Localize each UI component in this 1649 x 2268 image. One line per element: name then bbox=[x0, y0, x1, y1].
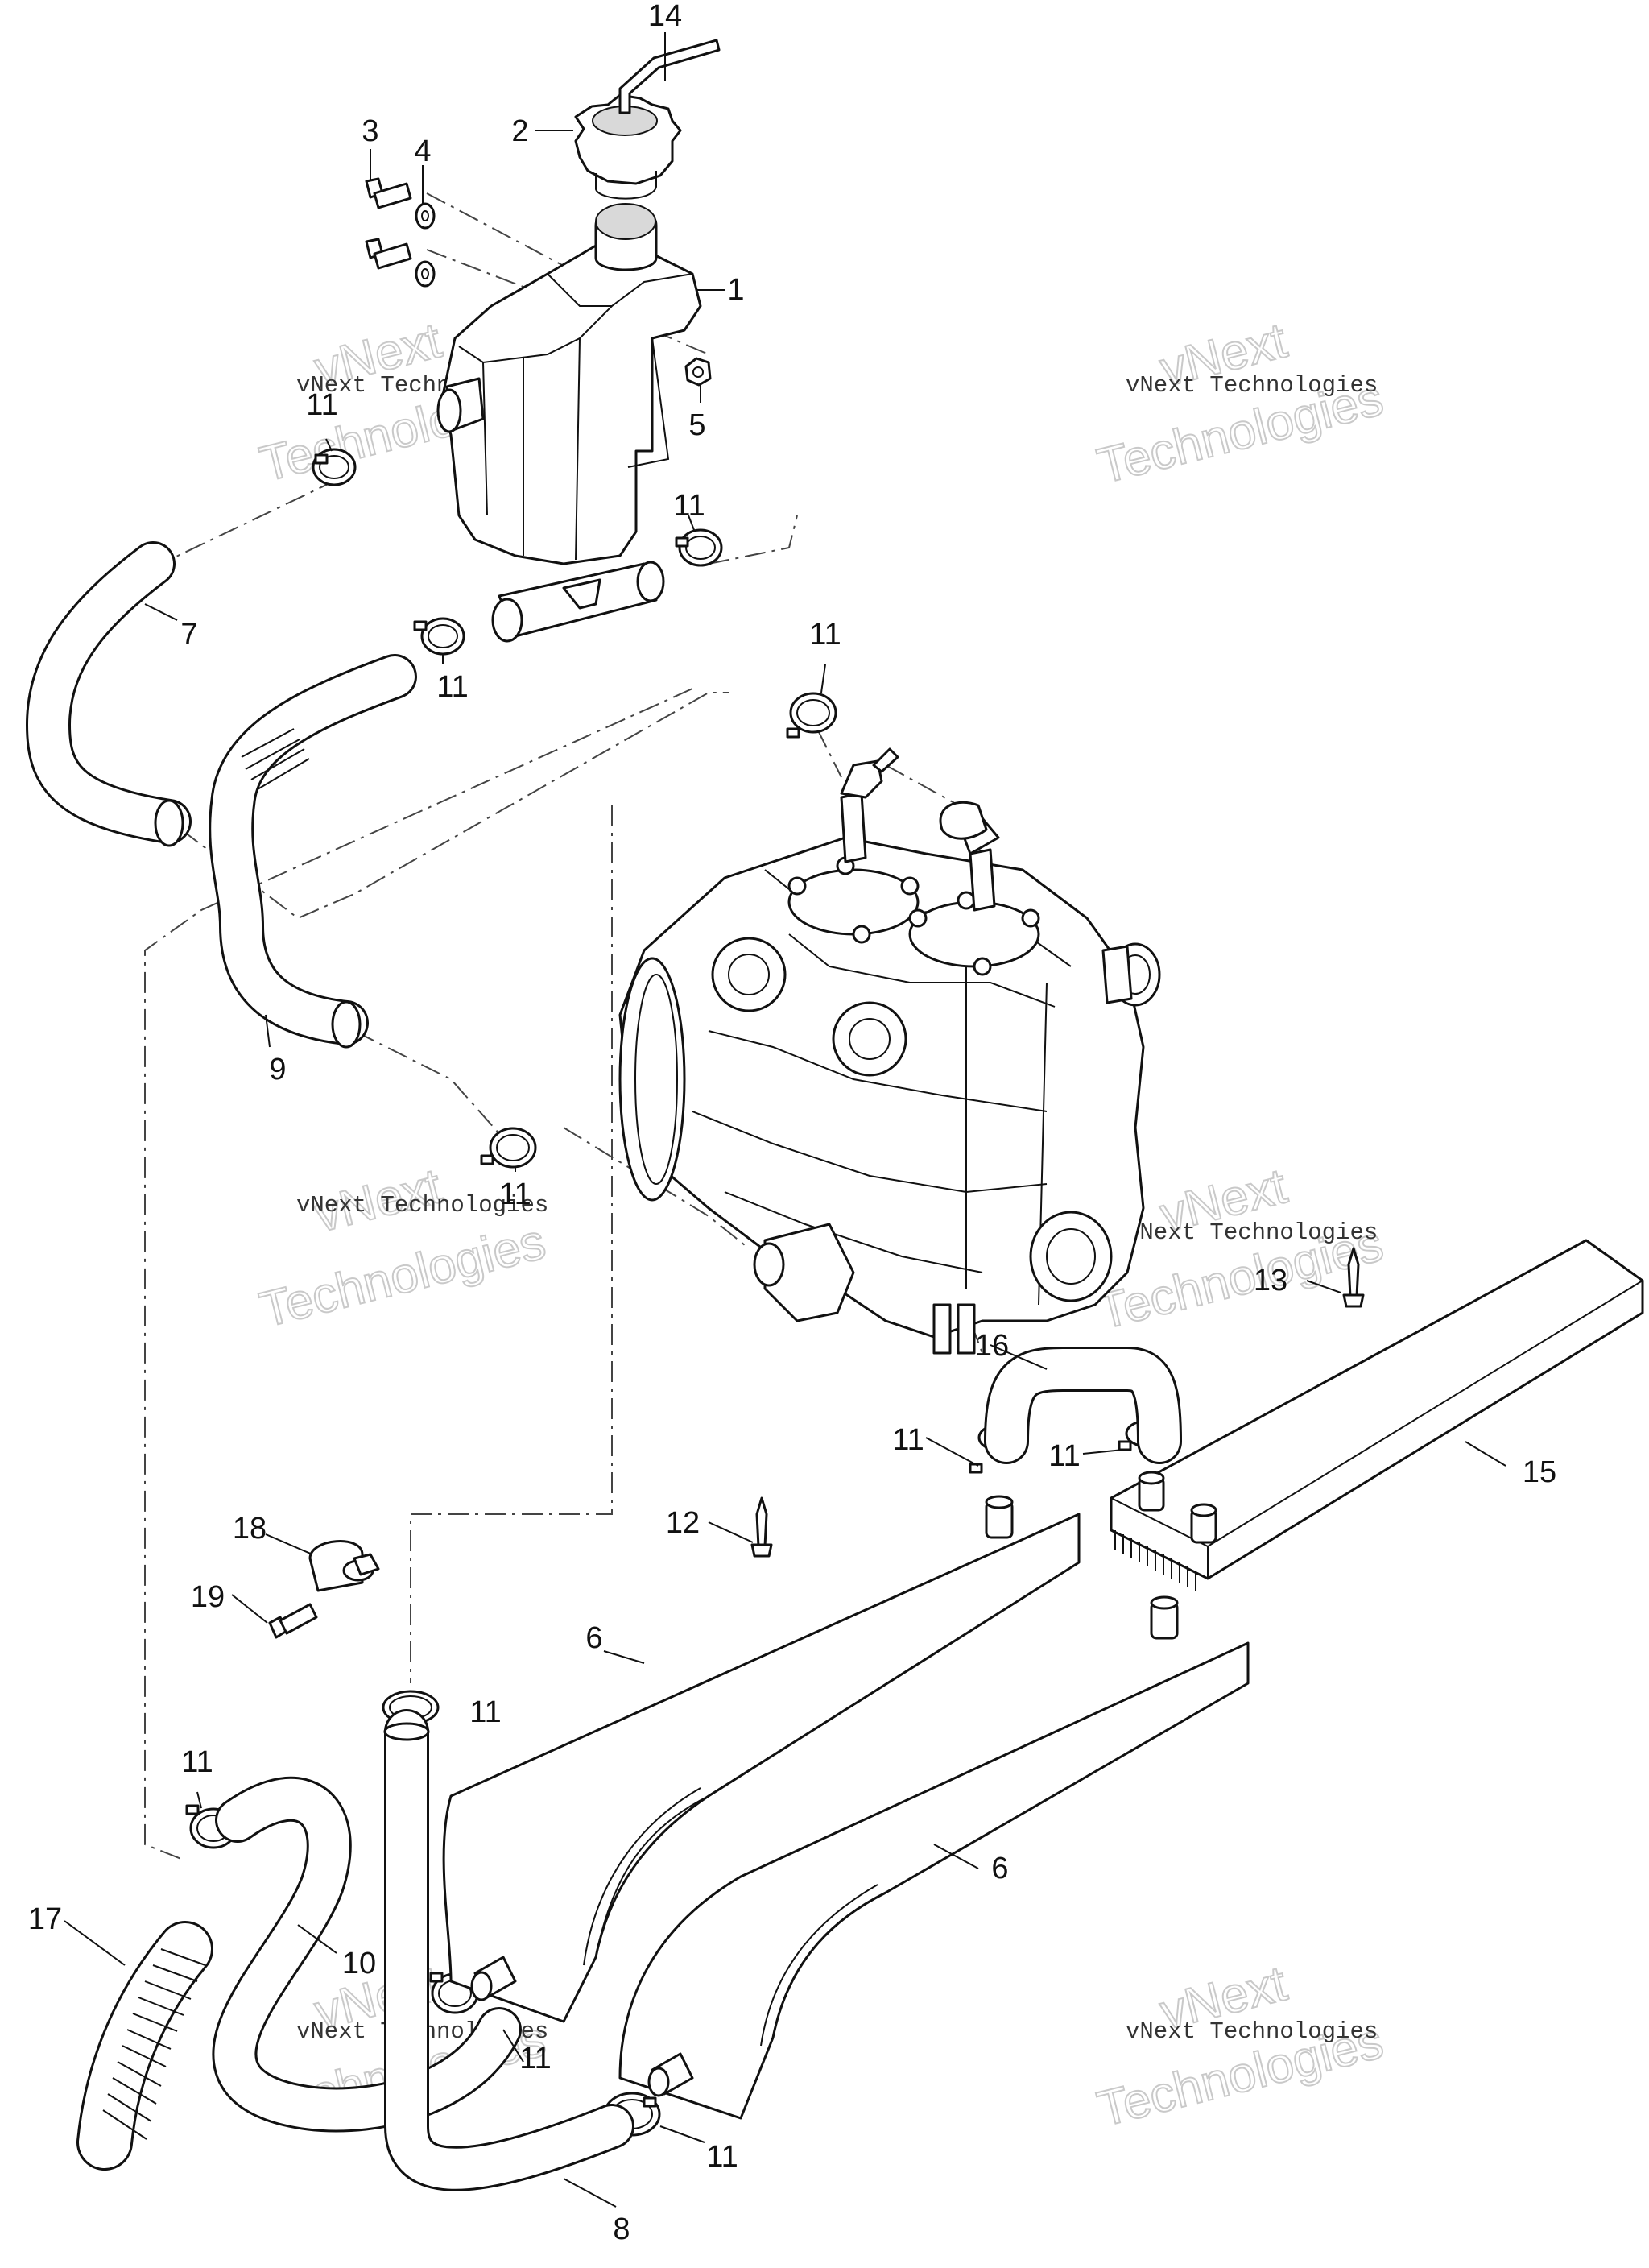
callout-16: 16 bbox=[975, 1329, 1009, 1363]
callout-11-i: 11 bbox=[181, 1745, 213, 1779]
callout-4: 4 bbox=[414, 135, 431, 168]
watermark-bottom-right: vNext Technologies vNext Technologies bbox=[1092, 1955, 1390, 2138]
hose-10 bbox=[212, 1776, 522, 2133]
callout-11-k: 11 bbox=[706, 2140, 738, 2174]
callout-12: 12 bbox=[666, 1506, 700, 1540]
clamp-1 bbox=[312, 448, 357, 486]
callout-13: 13 bbox=[1254, 1264, 1287, 1297]
callout-19: 19 bbox=[191, 1580, 225, 1614]
callout-18: 18 bbox=[233, 1512, 267, 1546]
hose-protector-spring bbox=[76, 1921, 213, 2171]
callout-6-b: 6 bbox=[991, 1852, 1008, 1885]
svg-text:vNext Technologies: vNext Technologies bbox=[1126, 372, 1378, 399]
callout-11-b: 11 bbox=[673, 489, 705, 523]
heat-exchanger-15 bbox=[1110, 1239, 1644, 1591]
hose-16 bbox=[984, 1347, 1182, 1464]
callout-11-d: 11 bbox=[809, 618, 841, 652]
callout-11-c: 11 bbox=[436, 670, 468, 704]
callout-11-g: 11 bbox=[1048, 1439, 1080, 1473]
callout-5: 5 bbox=[688, 408, 705, 442]
clip-screw bbox=[268, 1603, 318, 1639]
callout-11-e: 11 bbox=[499, 1177, 531, 1211]
heat-exchanger-6-upper bbox=[442, 1495, 1081, 2023]
callout-15: 15 bbox=[1523, 1455, 1556, 1489]
tank-mounting-screws bbox=[365, 177, 412, 270]
callout-8: 8 bbox=[613, 2212, 630, 2246]
callout-labels: 14 2 3 4 1 5 11 11 7 11 11 9 11 13 16 11… bbox=[28, 0, 1556, 2246]
callout-6-a: 6 bbox=[585, 1621, 602, 1655]
callout-11-j: 11 bbox=[519, 2042, 551, 2076]
hose-clip bbox=[308, 1540, 380, 1592]
tank-washers bbox=[415, 202, 436, 288]
callout-11-a: 11 bbox=[306, 388, 337, 422]
engine-block bbox=[618, 747, 1161, 1355]
leader-lines bbox=[64, 32, 1506, 2208]
hose-7 bbox=[26, 541, 192, 847]
hose-8 bbox=[383, 1709, 634, 2191]
clamp-4 bbox=[786, 692, 837, 739]
coolant-reservoir-tank bbox=[436, 203, 702, 643]
overflow-tube bbox=[618, 39, 721, 114]
callout-1: 1 bbox=[727, 273, 744, 307]
callout-11-f: 11 bbox=[892, 1423, 924, 1457]
rivet-12 bbox=[750, 1496, 773, 1558]
clamp-2 bbox=[675, 528, 723, 567]
watermark-top-right: vNext Technologies vNext Technologies bbox=[1092, 312, 1390, 495]
hose-9 bbox=[209, 654, 417, 1049]
callout-14: 14 bbox=[648, 0, 682, 33]
callout-10: 10 bbox=[342, 1947, 376, 1980]
exchanger-fittings bbox=[470, 1956, 694, 2097]
tank-nut bbox=[684, 357, 712, 387]
callout-3: 3 bbox=[362, 114, 378, 148]
rivet-13 bbox=[1342, 1247, 1365, 1308]
callout-7: 7 bbox=[180, 618, 197, 652]
svg-text:Technologies: Technologies bbox=[254, 1214, 551, 1339]
callout-2: 2 bbox=[511, 114, 528, 148]
callout-11-h: 11 bbox=[469, 1695, 501, 1729]
clamp-5 bbox=[480, 1127, 537, 1169]
svg-text:vNext Technologies: vNext Technologies bbox=[1126, 2018, 1378, 2045]
clamp-3 bbox=[413, 617, 465, 656]
svg-text:vNext Technologies: vNext Technologies bbox=[1126, 1219, 1378, 1246]
callout-9: 9 bbox=[269, 1053, 286, 1086]
heat-exchanger-6-lower bbox=[618, 1595, 1250, 2120]
callout-17: 17 bbox=[28, 1902, 62, 1936]
reservoir-cap bbox=[574, 93, 682, 200]
svg-text:vNext Technologies: vNext Technologies bbox=[296, 1192, 548, 1219]
